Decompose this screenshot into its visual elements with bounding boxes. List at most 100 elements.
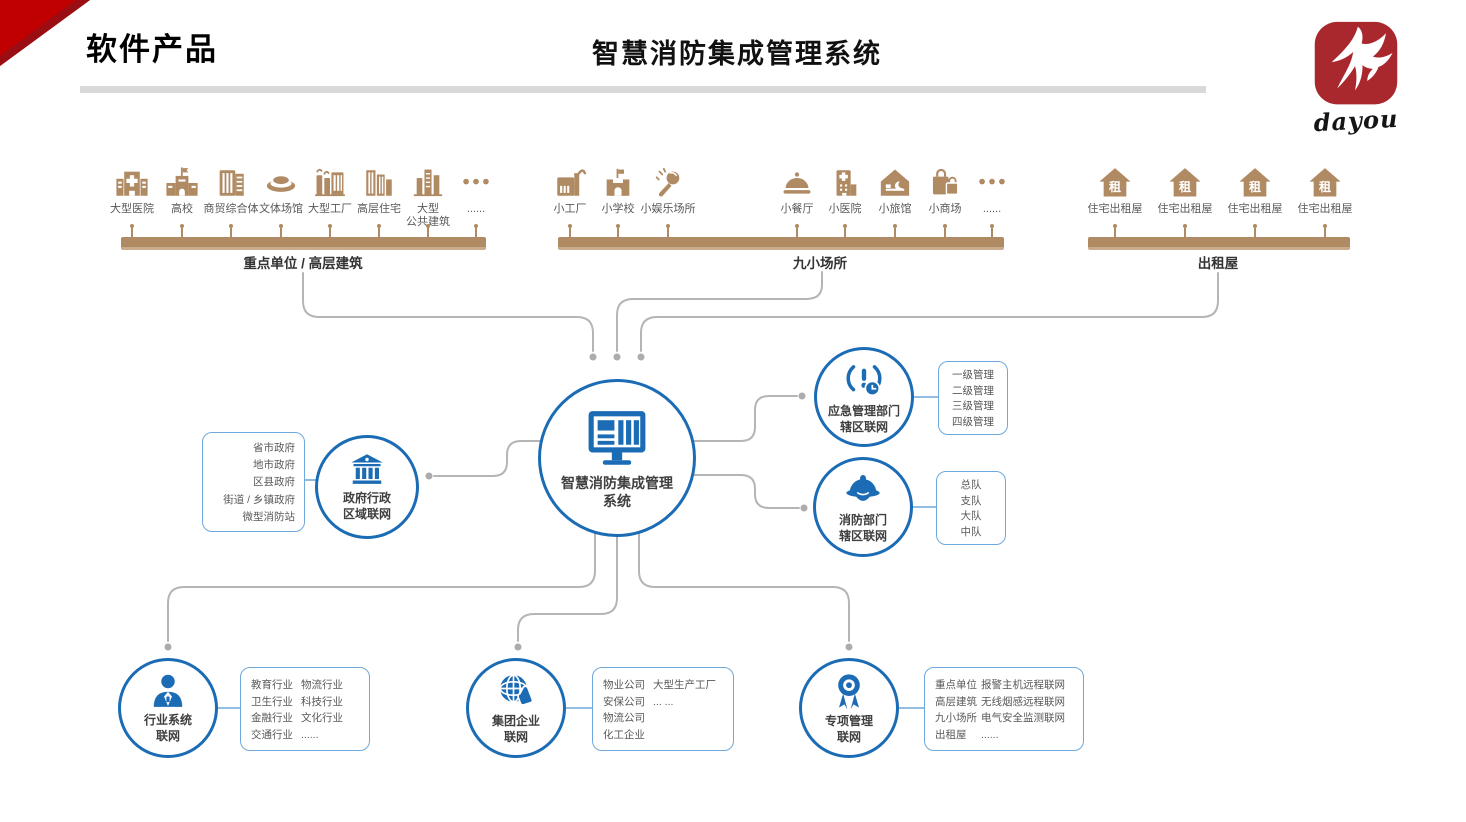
list-item: 科技行业 [301,695,343,708]
central-system-label: 智慧消防集成管理 系统 [561,474,673,509]
list-item: ...... [981,728,999,741]
list-item: 出租屋 [935,728,967,741]
industry-label: 行业系统 联网 [143,712,192,743]
list-item: 中队 [960,525,982,538]
list-item: 三级管理 [952,400,994,412]
list-item: 高层建筑 [935,695,977,708]
group1-item: 高层住宅 [335,166,423,216]
icon-label: 大型工厂 [308,203,352,215]
group1-item: ...... [432,166,520,216]
list-item: 省市政府 [253,442,295,454]
group3-item: 住宅出租屋 [1141,166,1229,216]
group2-item: 小商场 [901,166,989,216]
list-item: 一级管理 [952,369,994,381]
special-list-box: 重点单位报警主机远程联网 高层建筑无线烟感远程联网 九小场所电气安全监测联网 出… [924,667,1084,751]
list-item [653,710,723,727]
alarm-clock-icon [843,359,885,401]
monitor-dashboard-icon [586,406,648,468]
fire-helmet-icon [843,470,883,510]
list-item: 化工企业 [603,728,645,741]
list-item: 街道 / 乡镇政府 [223,493,295,506]
icon-label: 高层住宅 [357,203,401,215]
group3-item: 住宅出租屋 [1211,166,1299,216]
icon-label: 小医院 [828,203,862,215]
businessman-icon [149,672,187,710]
list-item: ... ... [653,695,674,708]
icon-label: 住宅出租屋 [1297,203,1353,215]
list-item: 教育行业 [251,679,293,691]
group2-item: 小旅馆 [851,166,939,216]
list-item: 二级管理 [952,384,994,397]
government-list-box: 省市政府 地市政府 区县政府 街道 / 乡镇政府 微型消防站 [202,432,305,532]
list-item: 物流行业 [301,679,343,691]
list-item: 文化行业 [301,712,343,724]
page-title: 智慧消防集成管理系统 [592,39,882,69]
list-item: 大型生产工厂 [653,679,716,691]
group1-label: 重点单位 / 高层建筑 [243,256,363,271]
list-item: 安保公司 [603,695,645,708]
icon-label: 住宅出租屋 [1227,203,1283,215]
enterprise-list-box: 物业公司大型生产工厂 安保公司 ... ... 物流公司 化工企业 [592,667,734,751]
group2-item: ...... [948,166,1036,216]
group1-item: 高校 [138,166,226,216]
icon-label: 文体场馆 [259,203,303,215]
icon-label: 小餐厅 [780,203,814,215]
icon-label: 商贸综合体 [203,203,259,215]
group2-item: 小医院 [801,166,889,216]
icon-label: 小学校 [601,203,635,215]
icon-label: ...... [982,203,1002,215]
group1-item: 大型医院 [88,166,176,216]
icon-label: 住宅出租屋 [1157,203,1213,215]
icon-label: 小工厂 [553,203,587,215]
fire-department-node: 消防部门 辖区联网 [813,457,913,557]
list-item: 区县政府 [253,476,295,489]
emergency-node: 应急管理部门 辖区联网 [814,347,914,447]
icon-label: 大型 公共建筑 [406,203,450,228]
list-item: 物流公司 [603,712,645,724]
icon-label: 小旅馆 [878,203,912,215]
list-item: 重点单位 [935,679,977,691]
group1-item: 大型工厂 [286,166,374,216]
list-item: 大队 [960,510,982,522]
group3-label: 出租屋 [1197,256,1239,271]
list-item: 金融行业 [251,712,293,724]
group3-item: 住宅出租屋 [1281,166,1369,216]
list-item: 物业公司 [603,679,645,691]
group2-label: 九小场所 [793,256,847,271]
list-item: 九小场所 [935,712,977,724]
government-label: 政府行政 区域联网 [342,490,391,521]
group1-bar [121,224,486,250]
list-item: 地市政府 [253,459,295,472]
special-management-label: 专项管理 联网 [824,713,873,744]
list-item: 卫生行业 [251,695,293,708]
list-item: 交通行业 [251,728,293,741]
group2-bar [558,224,1004,250]
list-item [653,727,723,744]
group1-item: 大型 公共建筑 [384,166,472,229]
list-item: 电气安全监测联网 [981,712,1065,724]
bank-icon [349,452,385,488]
group2-item: 小餐厅 [753,166,841,216]
emergency-list-box: 一级管理 二级管理 三级管理 四级管理 [938,361,1008,435]
icon-label: 住宅出租屋 [1087,203,1143,215]
medal-icon [829,671,869,711]
list-item: 四级管理 [952,415,994,428]
enterprise-label: 集团企业 联网 [491,713,540,744]
list-item: 无线烟感远程联网 [981,695,1065,708]
list-item: 支队 [960,494,982,507]
fire-department-label: 消防部门 辖区联网 [838,512,887,543]
list-item: 总队 [960,479,982,491]
icon-label: 小娱乐场所 [640,203,696,215]
group2-item: 小工厂 [526,166,614,216]
group2-item: 小学校 [574,166,662,216]
group3-bar [1088,224,1350,250]
section-title: 软件产品 [86,32,218,67]
emergency-label: 应急管理部门 辖区联网 [827,403,900,434]
industry-list-box: 教育行业物流行业 卫生行业科技行业 金融行业文化行业 交通行业...... [240,667,370,751]
list-item: 微型消防站 [242,510,296,523]
list-item: 报警主机远程联网 [981,679,1065,691]
enterprise-node: 集团企业 联网 [466,658,566,758]
fire-list-box: 总队 支队 大队 中队 [936,471,1006,545]
